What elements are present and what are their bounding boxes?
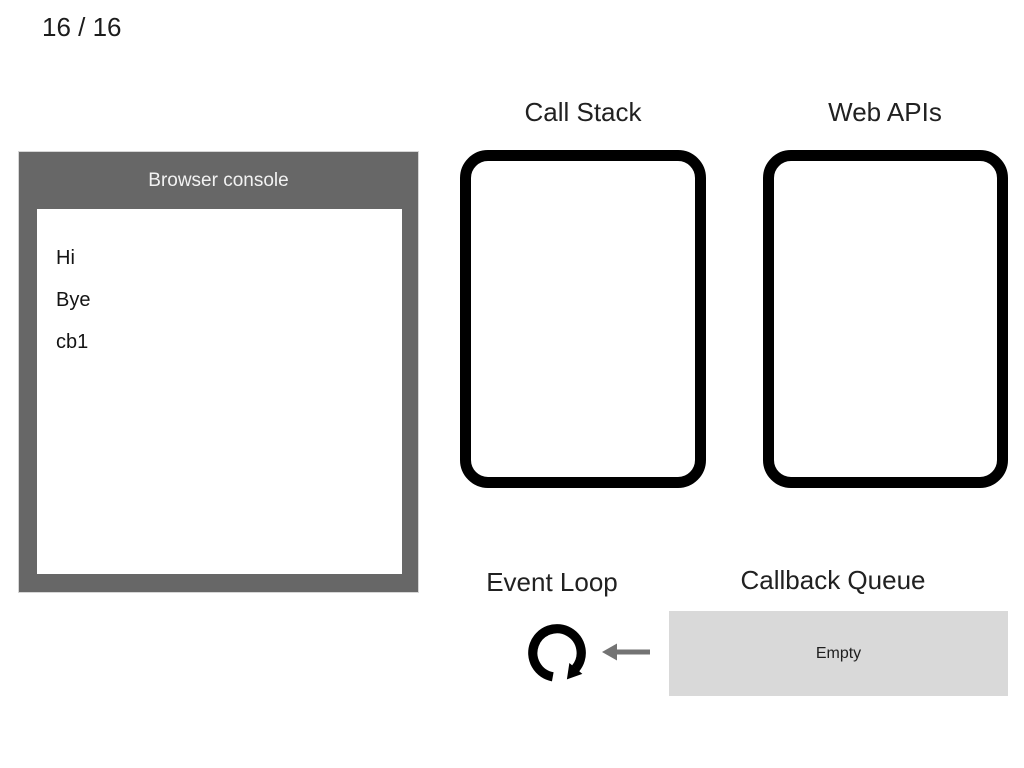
console-log-line: Bye [56, 289, 91, 311]
browser-console-title: Browser console [148, 169, 289, 191]
left-arrow-icon [602, 643, 650, 661]
callback-queue-box: Empty [669, 611, 1008, 696]
callback-queue-status: Empty [815, 644, 862, 662]
console-log-line: cb1 [56, 331, 89, 353]
callback-queue-label: Callback Queue [740, 565, 926, 595]
console-log-line: Hi [56, 247, 75, 269]
call-stack-box [460, 150, 706, 488]
web-apis-box [763, 150, 1008, 488]
event-loop-label: Event Loop [486, 567, 618, 597]
clockwise-loop-arrow-icon [528, 624, 586, 682]
call-stack-label: Call Stack [524, 97, 642, 127]
web-apis-label: Web APIs [828, 97, 942, 127]
slide-page-counter: 16 / 16 [42, 12, 122, 42]
browser-console-window: Browser console Hi Bye cb1 [18, 151, 419, 593]
console-output-area: Hi Bye cb1 [37, 209, 402, 574]
